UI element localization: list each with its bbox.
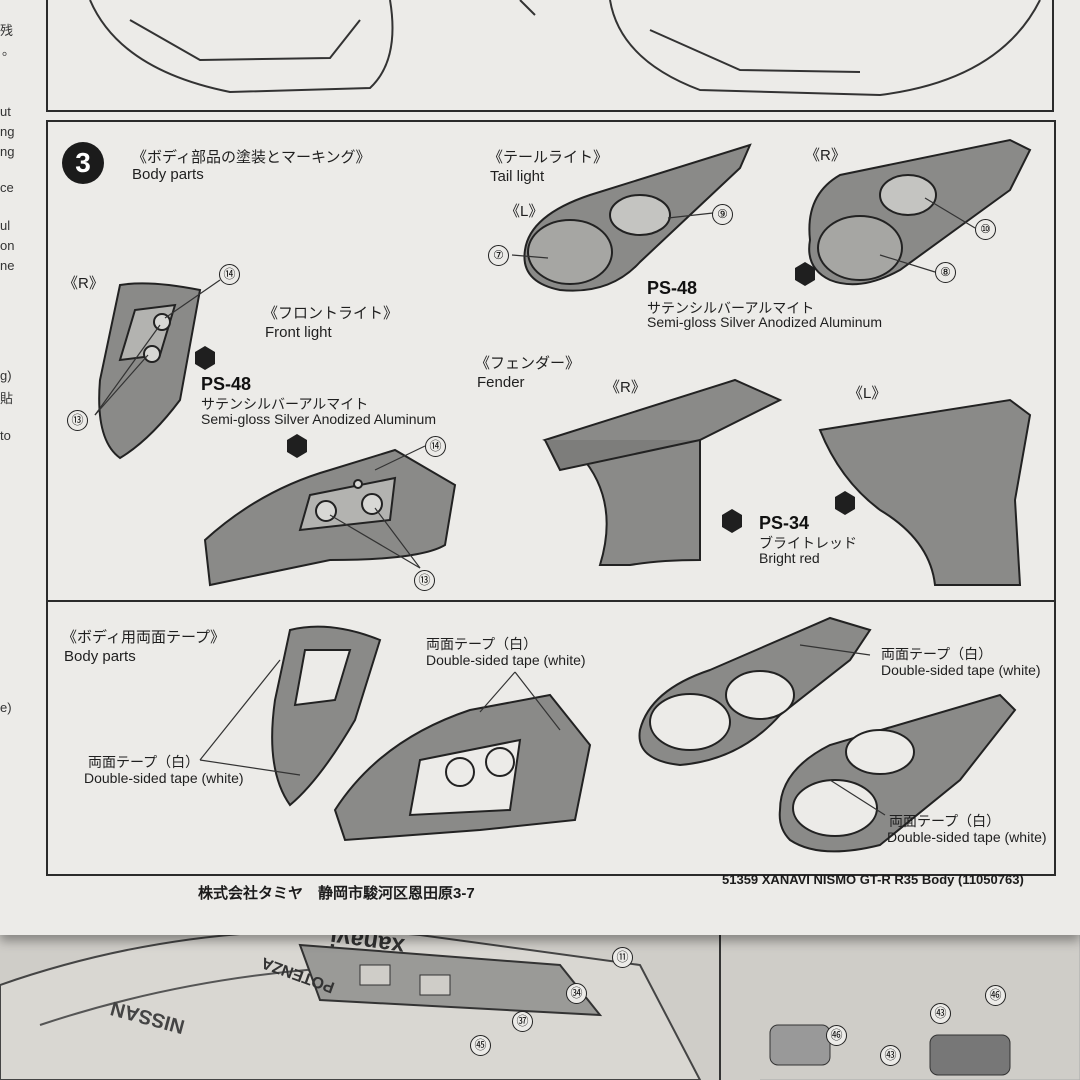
margin-fragment: on [0, 238, 15, 253]
tail-light-paint-jp: サテンシルバーアルマイト [647, 300, 815, 316]
fender-title-jp: 《フェンダー》 [475, 355, 581, 372]
tail-light-left-label: 《L》 [505, 203, 544, 220]
margin-fragment: to [0, 428, 11, 443]
tape-front-light-large [333, 693, 592, 842]
front-light-paint-code: PS-48 [201, 374, 252, 394]
step-title-jp: 《ボディ部品の塗装とマーキング》 [132, 149, 371, 166]
tape-label-1-jp: 両面テープ（白） [88, 754, 200, 770]
margin-fragment: ut [0, 104, 11, 119]
tail-light-left-drawing [523, 143, 752, 292]
step-3-frame [46, 120, 1056, 876]
tape-tail-light-lower [778, 693, 1017, 853]
tape-tail-light-upper [638, 616, 872, 767]
step-title-en: Body parts [132, 166, 204, 183]
footer-company: 株式会社タミヤ 静岡市駿河区恩田原3-7 [198, 885, 475, 902]
lower-part-45: ㊺ [470, 1035, 491, 1056]
tape-title-jp: 《ボディ用両面テープ》 [62, 629, 226, 646]
lower-part-43a: ㊸ [930, 1003, 951, 1024]
paint-markers [195, 262, 855, 533]
part-number-8: ⑧ [935, 262, 956, 283]
tail-light-paint-code: PS-48 [647, 278, 698, 298]
front-light-title-en: Front light [265, 324, 332, 341]
tail-light-paint-en: Semi-gloss Silver Anodized Aluminum [647, 314, 882, 330]
lower-part-43b: ㊸ [880, 1045, 901, 1066]
front-light-paint-en: Semi-gloss Silver Anodized Aluminum [201, 411, 436, 427]
tape-label-2-en: Double-sided tape (white) [426, 652, 586, 668]
lower-part-37: ㊲ [512, 1011, 533, 1032]
margin-fragment: ul [0, 218, 11, 233]
margin-fragment: ng [0, 144, 15, 159]
tape-label-4-en: Double-sided tape (white) [887, 829, 1047, 845]
fender-left-label: 《L》 [848, 385, 887, 402]
lower-part-34: ㉞ [566, 983, 587, 1004]
part-number-7: ⑦ [488, 245, 509, 266]
fender-paint-en: Bright red [759, 550, 820, 566]
front-light-right-label: 《R》 [63, 275, 104, 292]
front-light-right-drawing [98, 282, 202, 460]
tail-light-right-drawing [808, 138, 1032, 286]
fender-right-label: 《R》 [605, 379, 646, 396]
fender-paint-jp: ブライトレッド [759, 535, 857, 551]
tail-light-title-en: Tail light [490, 168, 545, 185]
tail-light-title-jp: 《テールライト》 [488, 149, 609, 166]
tail-light-right-label: 《R》 [805, 147, 846, 164]
margin-fragment: ng [0, 124, 15, 139]
fender-left-drawing [818, 398, 1032, 586]
margin-fragment: ne [0, 258, 15, 273]
margin-fragment: 貼 [0, 391, 14, 406]
instruction-sheet: 残 。 ut ng ng ce ul on ne g) 貼 to e) [0, 0, 1080, 935]
part-number-13b: ⑬ [414, 570, 435, 591]
fender-right-drawing [542, 378, 783, 566]
tape-title-en: Body parts [64, 648, 136, 665]
lower-part-46b: ㊻ [826, 1025, 847, 1046]
tape-label-4-jp: 両面テープ（白） [889, 813, 1001, 829]
margin-fragment: e) [0, 700, 12, 715]
previous-step-frame [46, 0, 1054, 112]
margin-fragment: 。 [2, 43, 16, 58]
parts-illustration [89, 0, 1041, 853]
margin-fragment: 残 [0, 23, 14, 38]
tape-label-3-en: Double-sided tape (white) [881, 662, 1041, 678]
front-light-title-jp: 《フロントライト》 [263, 305, 399, 322]
car-body-drawing [89, 0, 1041, 97]
margin-fragment: g) [0, 368, 12, 383]
fender-title-en: Fender [477, 374, 525, 391]
part-number-9: ⑨ [712, 204, 733, 225]
fender-paint-code: PS-34 [759, 513, 810, 533]
tape-label-3-jp: 両面テープ（白） [881, 646, 993, 662]
step-number-badge: 3 [62, 142, 104, 184]
tape-label-1-en: Double-sided tape (white) [84, 770, 244, 786]
part-number-14b: ⑭ [425, 436, 446, 457]
lower-part-46a: ㊻ [985, 985, 1006, 1006]
part-number-10: ⑩ [975, 219, 996, 240]
part-number-13a: ⑬ [67, 410, 88, 431]
tape-label-2-jp: 両面テープ（白） [426, 636, 538, 652]
lower-part-11: ⑪ [612, 947, 633, 968]
section-divider [46, 600, 1056, 602]
footer-product: 51359 XANAVI NISMO GT-R R35 Body (110507… [722, 872, 1024, 887]
front-light-paint-jp: サテンシルバーアルマイト [201, 396, 369, 412]
tape-front-light-small [271, 625, 382, 807]
leader-lines [94, 197, 976, 816]
margin-fragment: ce [0, 180, 14, 195]
part-number-14a: ⑭ [219, 264, 240, 285]
